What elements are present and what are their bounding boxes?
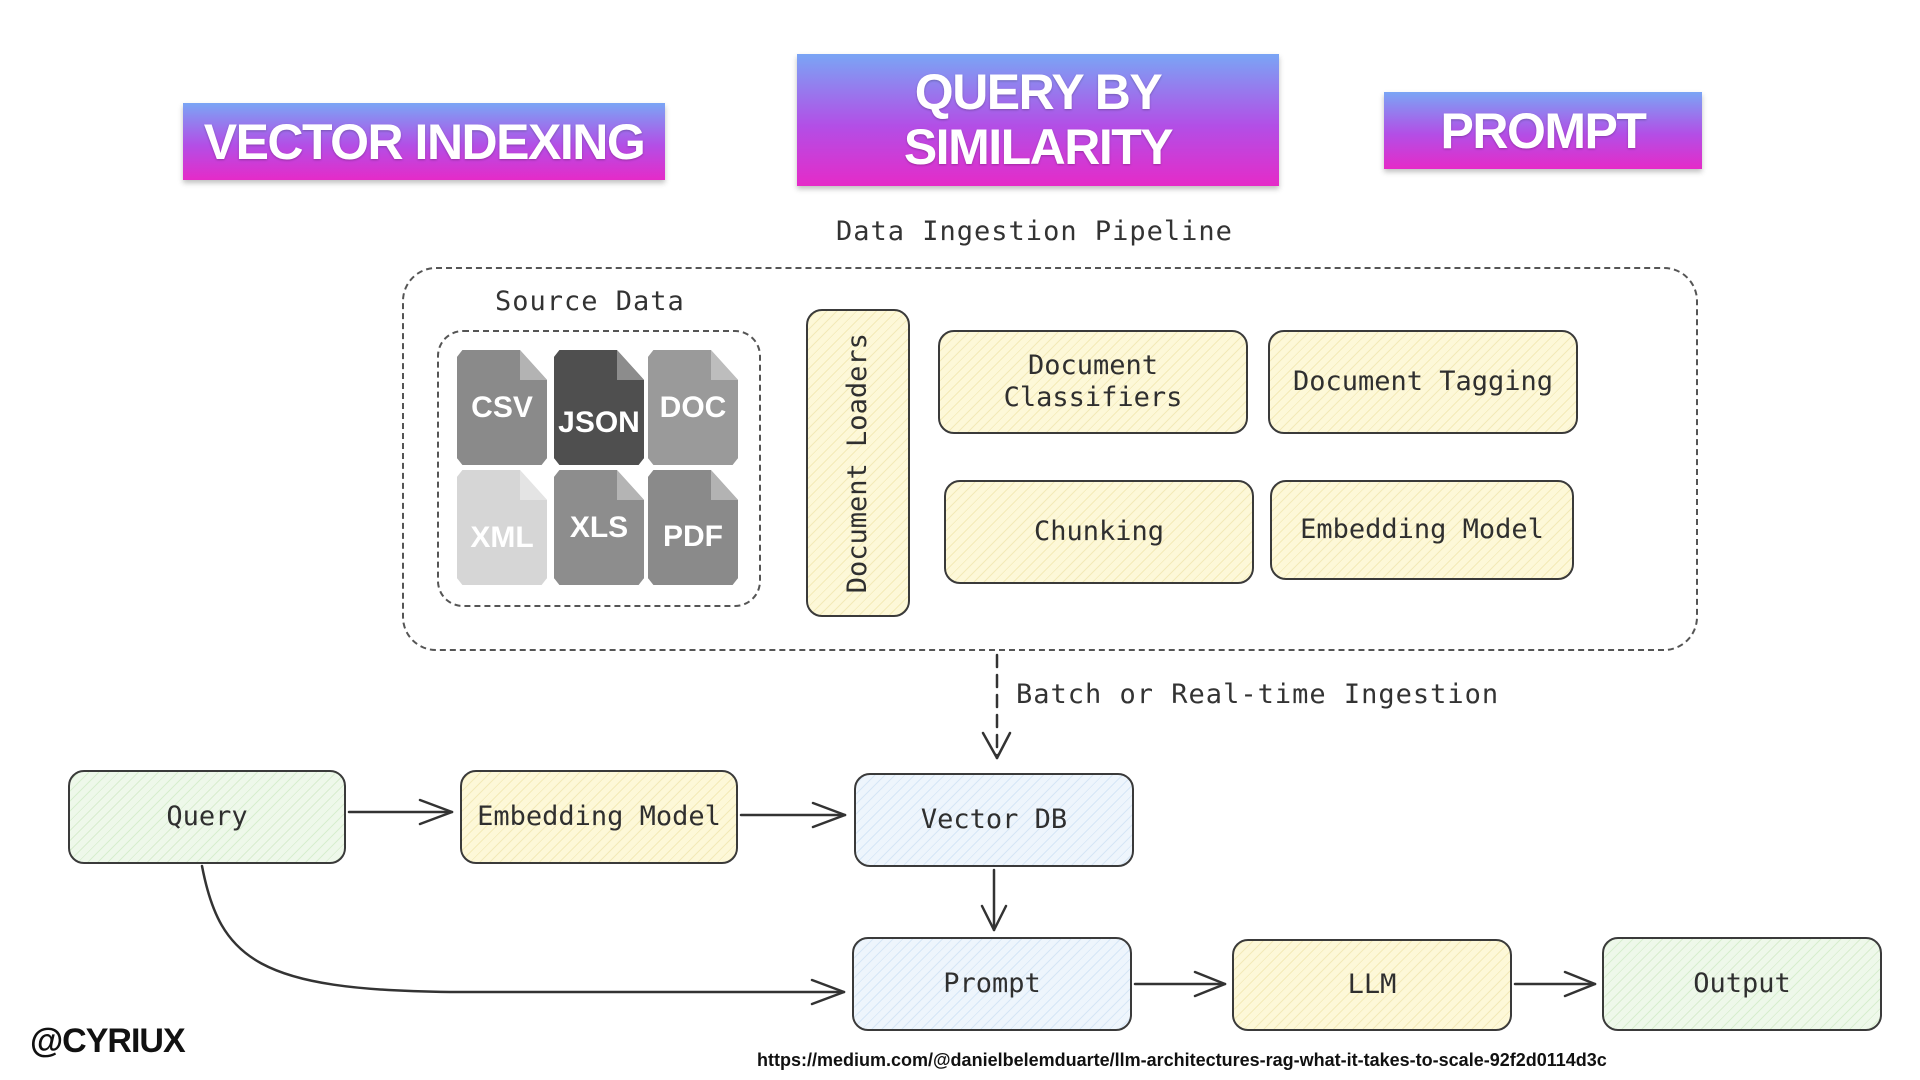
- output-box: Output: [1602, 937, 1882, 1031]
- query-to-embedding-arrow-head: [418, 798, 454, 826]
- pipeline-embedding-model-box: Embedding Model: [1270, 480, 1574, 580]
- query-by-similarity-banner: QUERY BY SIMILARITY: [797, 54, 1279, 186]
- chunking-label: Chunking: [1033, 515, 1165, 547]
- embedding-model-box: Embedding Model: [460, 770, 738, 864]
- document-classifiers-box: Document Classifiers: [938, 330, 1248, 434]
- source-data-frame: [437, 330, 761, 607]
- vectordb-to-prompt-arrow-head: [980, 904, 1008, 932]
- document-loaders-box: Document Loaders: [806, 309, 910, 617]
- json-file-label: JSON: [558, 405, 640, 439]
- prompt-to-llm-arrow-head: [1193, 970, 1227, 998]
- embedding-to-vectordb-arrow-head: [811, 801, 847, 829]
- query-to-prompt-arrow-head: [810, 978, 846, 1006]
- query-to-prompt-arrow: [200, 864, 846, 994]
- xls-file-icon: XLS: [554, 470, 644, 585]
- ingestion-arrow-head: [981, 731, 1012, 760]
- data-ingestion-pipeline-frame: [402, 267, 1698, 651]
- query-box: Query: [68, 770, 346, 864]
- prompt-banner: PROMPT: [1384, 92, 1702, 169]
- pipeline-title: Data Ingestion Pipeline: [836, 216, 1233, 247]
- xml-file-label: XML: [470, 520, 534, 554]
- doc-file-label: DOC: [659, 390, 727, 424]
- author-handle: @CYRIUX: [30, 1022, 186, 1060]
- xls-file-label: XLS: [569, 510, 629, 544]
- embedding-model-label: Embedding Model: [477, 800, 721, 832]
- pdf-file-icon: PDF: [648, 470, 738, 585]
- output-label: Output: [1693, 967, 1791, 999]
- document-tagging-box: Document Tagging: [1268, 330, 1578, 434]
- chunking-box: Chunking: [944, 480, 1254, 584]
- query-by-similarity-label: QUERY BY SIMILARITY: [903, 64, 1174, 175]
- xml-file-icon: XML: [457, 470, 547, 585]
- llm-box: LLM: [1232, 939, 1512, 1031]
- query-label: Query: [166, 800, 248, 832]
- pdf-file-label: PDF: [663, 519, 723, 553]
- llm-to-output-arrow-head: [1563, 970, 1597, 998]
- document-tagging-label: Document Tagging: [1292, 365, 1554, 397]
- pipeline-embedding-model-label: Embedding Model: [1300, 513, 1544, 545]
- llm-label: LLM: [1347, 968, 1397, 1000]
- source-url[interactable]: https://medium.com/@danielbelemduarte/ll…: [757, 1050, 1607, 1070]
- batch-ingestion-label: Batch or Real-time Ingestion: [1016, 679, 1500, 710]
- prompt-label: Prompt: [943, 967, 1041, 999]
- csv-file-label: CSV: [471, 390, 533, 424]
- vector-db-label: Vector DB: [920, 803, 1068, 835]
- document-classifiers-label: Document Classifiers: [1003, 349, 1183, 413]
- prompt-box: Prompt: [852, 937, 1132, 1031]
- vector-indexing-banner: VECTOR INDEXING: [183, 103, 665, 180]
- vector-db-box: Vector DB: [854, 773, 1134, 867]
- source-data-title: Source Data: [495, 286, 685, 317]
